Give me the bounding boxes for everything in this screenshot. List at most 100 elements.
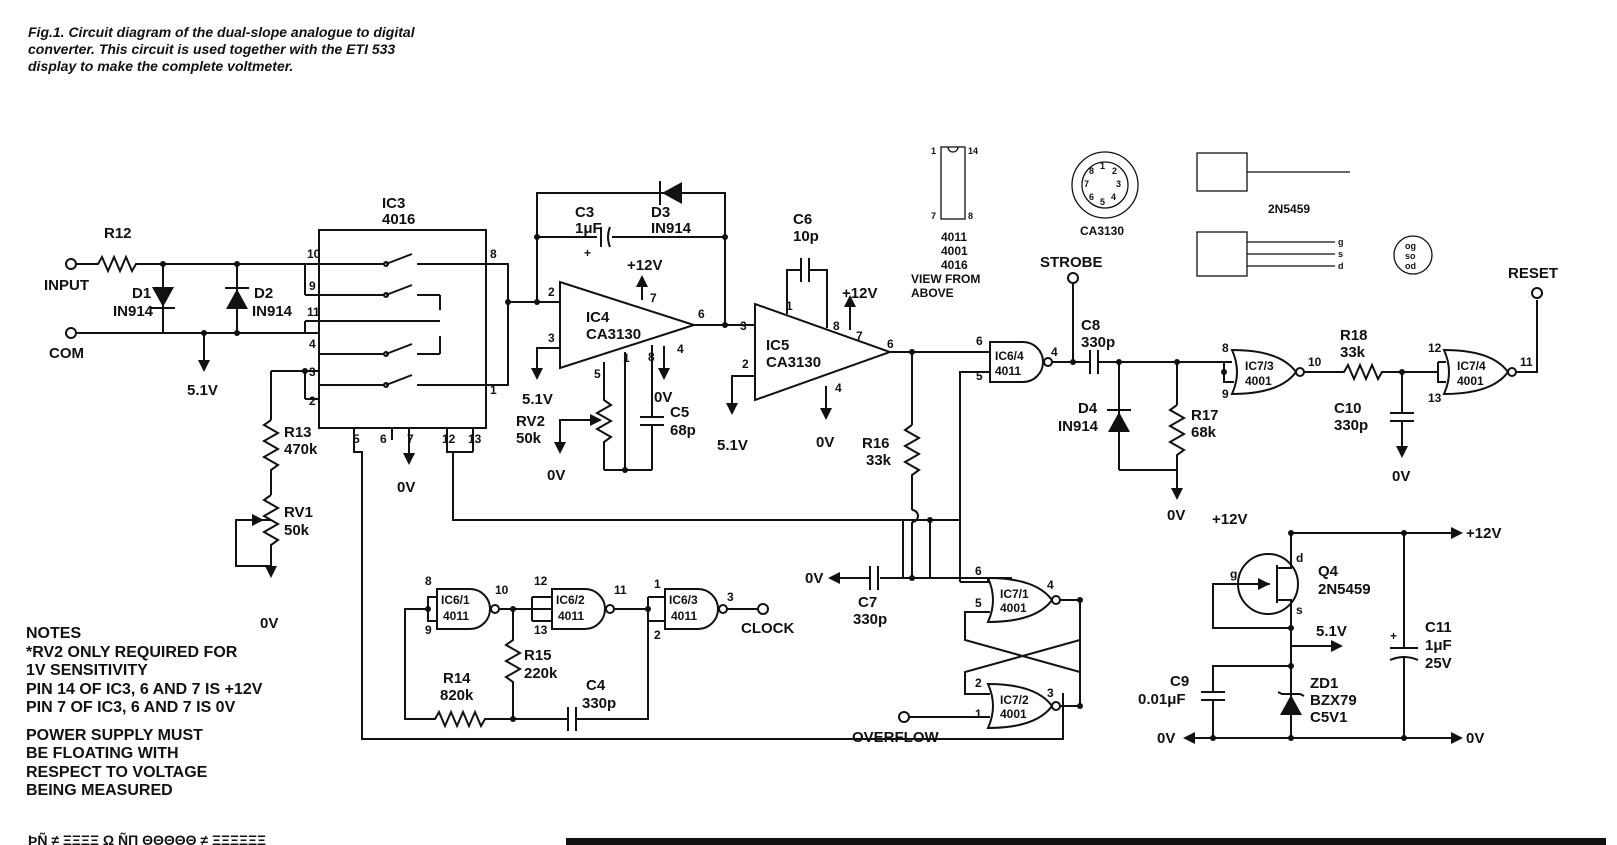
ic7-3-nor: IC7/3 4001 8 9 10 (1221, 341, 1330, 401)
svg-text:CLOCK: CLOCK (741, 620, 794, 637)
note-line: 1V SENSITIVITY (26, 662, 148, 679)
svg-text:0.01μF: 0.01μF (1138, 691, 1186, 708)
svg-text:C9: C9 (1170, 673, 1189, 690)
svg-text:BZX79: BZX79 (1310, 692, 1357, 709)
svg-text:d: d (1338, 261, 1344, 271)
svg-text:C6: C6 (793, 211, 812, 228)
svg-text:3: 3 (548, 331, 555, 345)
svg-text:4011: 4011 (558, 609, 584, 623)
svg-text:3: 3 (727, 590, 734, 604)
svg-text:1: 1 (654, 577, 661, 591)
notes-block: NOTES *RV2 ONLY REQUIRED FOR 1V SENSITIV… (26, 625, 262, 801)
svg-text:2N5459: 2N5459 (1268, 202, 1310, 216)
svg-text:R12: R12 (104, 225, 132, 242)
ic6-4-nand: IC6/4 4011 6 5 4 (903, 334, 1090, 521)
svg-text:7: 7 (931, 211, 936, 221)
svg-text:+12V: +12V (627, 257, 662, 274)
svg-text:IN914: IN914 (1058, 418, 1099, 435)
svg-text:9: 9 (1222, 387, 1229, 401)
svg-text:IC3: IC3 (382, 195, 405, 212)
svg-text:12: 12 (534, 574, 548, 588)
svg-text:R15: R15 (524, 647, 552, 664)
svg-text:330p: 330p (1081, 334, 1115, 351)
caption-line: Fig.1. Circuit diagram of the dual-slope… (28, 24, 415, 40)
svg-text:COM: COM (49, 345, 84, 362)
svg-text:4001: 4001 (941, 244, 968, 258)
svg-text:8: 8 (425, 574, 432, 588)
svg-text:Q4: Q4 (1318, 563, 1339, 580)
svg-text:2N5459: 2N5459 (1318, 581, 1371, 598)
svg-text:11: 11 (614, 583, 627, 597)
svg-text:5: 5 (353, 432, 360, 446)
svg-text:STROBE: STROBE (1040, 254, 1103, 271)
svg-text:4016: 4016 (382, 211, 415, 228)
svg-text:7: 7 (1084, 179, 1089, 189)
svg-text:C7: C7 (858, 594, 877, 611)
svg-text:1: 1 (786, 299, 793, 313)
svg-text:7: 7 (407, 432, 414, 446)
svg-text:50k: 50k (284, 522, 310, 539)
svg-text:4: 4 (309, 337, 316, 351)
svg-text:7: 7 (650, 291, 657, 305)
svg-text:s: s (1338, 249, 1343, 259)
svg-text:6: 6 (976, 334, 983, 348)
svg-text:D2: D2 (254, 285, 273, 302)
svg-text:CA3130: CA3130 (766, 354, 821, 371)
input-section: INPUT COM R12 D1 IN914 D2 IN914 5.1V (44, 225, 305, 399)
note-line: PIN 14 OF IC3, 6 AND 7 IS +12V (26, 680, 263, 698)
svg-text:+12V: +12V (1212, 511, 1247, 528)
svg-text:IC7/3: IC7/3 (1245, 359, 1274, 373)
svg-text:5.1V: 5.1V (1316, 623, 1347, 640)
svg-text:C11: C11 (1425, 619, 1452, 636)
svg-text:5.1V: 5.1V (717, 437, 748, 454)
svg-text:0V: 0V (260, 615, 278, 632)
svg-text:10: 10 (1308, 355, 1322, 369)
svg-text:2: 2 (654, 628, 661, 642)
svg-text:+12V: +12V (1466, 525, 1501, 542)
strobe-terminal: STROBE (1040, 254, 1103, 365)
svg-text:IC5: IC5 (766, 337, 789, 354)
svg-text:C4: C4 (586, 677, 606, 694)
svg-text:0V: 0V (654, 389, 672, 406)
svg-text:6: 6 (380, 432, 387, 446)
svg-text:CA3130: CA3130 (586, 326, 641, 343)
svg-text:11: 11 (307, 305, 320, 319)
svg-text:+: + (584, 246, 591, 260)
svg-text:68k: 68k (1191, 424, 1217, 441)
svg-text:14: 14 (968, 146, 978, 156)
ic7-4-nor: IC7/4 4001 12 13 11 (1428, 300, 1538, 405)
svg-text:0V: 0V (1157, 730, 1175, 747)
footer-scan: ÞÑ ≠ ΞΞΞΞ Ω ÑΠ ΘΘΘΘΘ ≠ ΞΞΞΞΞΞ (28, 831, 1606, 845)
ic3-switch: IC3 4016 10 9 11 4 3 2 8 (271, 195, 1064, 740)
svg-text:5: 5 (1100, 197, 1105, 207)
svg-text:8: 8 (833, 319, 840, 333)
svg-text:10: 10 (307, 247, 321, 261)
svg-text:RV1: RV1 (284, 504, 313, 521)
svg-text:33k: 33k (1340, 344, 1366, 361)
r13-rv1: R13 470k RV1 50k 0V (235, 371, 318, 632)
svg-text:8: 8 (1089, 166, 1094, 176)
clock-oscillator: IC6/1 4011 8 9 10 IC6/2 4011 12 13 11 R1… (404, 574, 794, 731)
svg-text:C5V1: C5V1 (1310, 709, 1348, 726)
ic7-flipflop: IC7/1 4001 6 5 4 IC7/2 4001 2 1 3 OVERFL… (852, 520, 1083, 746)
svg-text:5: 5 (975, 596, 982, 610)
svg-text:1: 1 (1100, 161, 1105, 171)
svg-text:5.1V: 5.1V (522, 391, 553, 408)
svg-text:D1: D1 (132, 285, 151, 302)
power-supply: +12V +12V g d s Q4 2N5459 5.1V C9 0.01μF (1138, 511, 1501, 747)
svg-text:0V: 0V (547, 467, 565, 484)
svg-text:0V: 0V (816, 434, 834, 451)
svg-text:RESET: RESET (1508, 265, 1558, 282)
svg-text:50k: 50k (516, 430, 542, 447)
svg-text:11: 11 (1520, 355, 1533, 369)
svg-text:330p: 330p (853, 611, 887, 628)
svg-text:R18: R18 (1340, 327, 1368, 344)
svg-text:g: g (1338, 237, 1344, 247)
svg-text:s: s (1296, 603, 1303, 617)
svg-text:2: 2 (975, 676, 982, 690)
svg-text:470k: 470k (284, 441, 318, 458)
caption-line: display to make the complete voltmeter. (28, 58, 294, 74)
svg-text:IC6/1: IC6/1 (441, 593, 470, 607)
svg-text:od: od (1405, 261, 1416, 271)
svg-text:ZD1: ZD1 (1310, 675, 1338, 692)
